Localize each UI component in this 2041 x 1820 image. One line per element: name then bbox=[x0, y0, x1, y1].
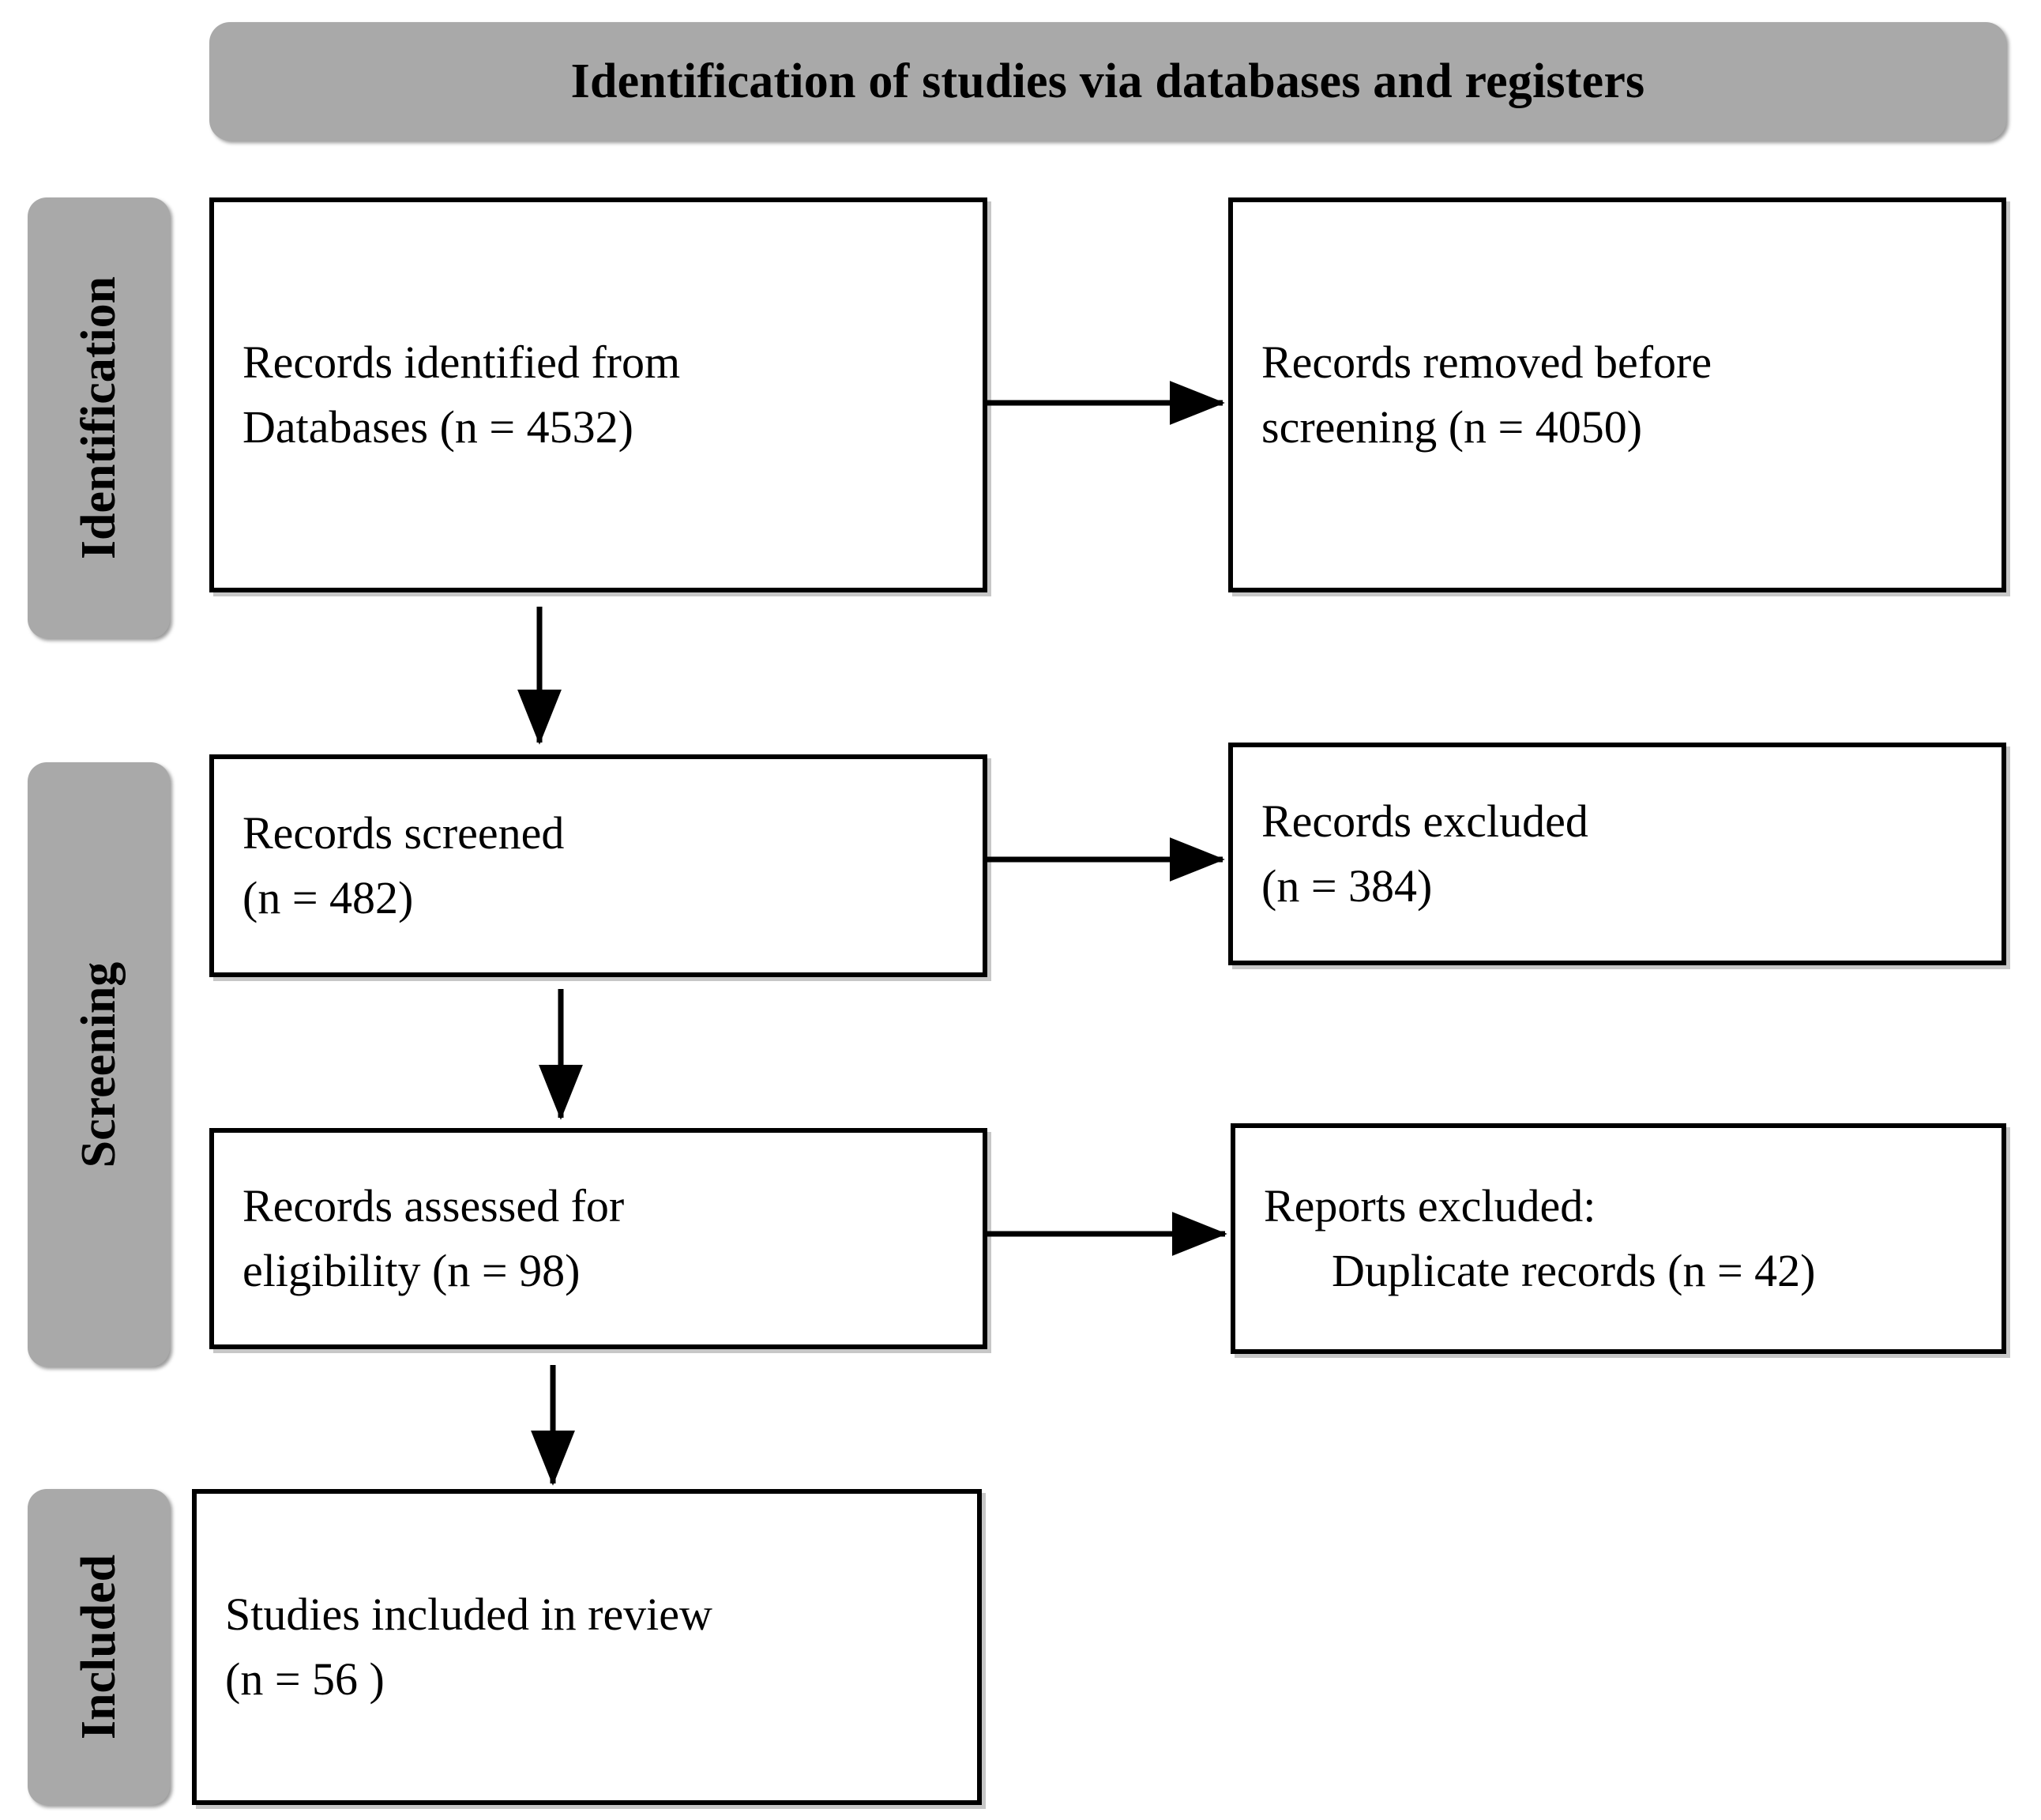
box-records-identified: Records identified from Databases (n = 4… bbox=[209, 197, 987, 592]
box-reports-excluded: Reports excluded: Duplicate records (n =… bbox=[1231, 1123, 2006, 1354]
box-records-identified-line1: Records identified from bbox=[242, 336, 681, 388]
box-records-identified-line2: Databases (n = 4532) bbox=[242, 401, 633, 453]
box-reports-excluded-line2: Duplicate records (n = 42) bbox=[1332, 1245, 1816, 1296]
box-records-excluded-line1: Records excluded bbox=[1261, 795, 1588, 847]
box-records-assessed-line1: Records assessed for bbox=[242, 1179, 625, 1232]
box-studies-included-line2: (n = 56 ) bbox=[225, 1653, 385, 1705]
box-records-excluded: Records excluded (n = 384) bbox=[1228, 743, 2006, 965]
box-studies-included-line1: Studies included in review bbox=[225, 1588, 712, 1640]
stage-label-identification-text: Identification bbox=[72, 276, 126, 560]
box-records-screened-line2: (n = 482) bbox=[242, 872, 414, 923]
box-records-excluded-line2: (n = 384) bbox=[1261, 860, 1433, 912]
stage-label-screening-text: Screening bbox=[72, 961, 126, 1168]
box-records-screened-line1: Records screened bbox=[242, 807, 565, 859]
stage-label-identification: Identification bbox=[28, 197, 170, 638]
box-studies-included: Studies included in review (n = 56 ) bbox=[192, 1489, 982, 1805]
box-records-screened: Records screened (n = 482) bbox=[209, 754, 987, 977]
box-reports-excluded-line1: Reports excluded: bbox=[1264, 1179, 1596, 1232]
stage-label-included-text: Included bbox=[72, 1554, 126, 1740]
diagram-header-banner: Identification of studies via databases … bbox=[209, 22, 2006, 141]
box-records-removed: Records removed before screening (n = 40… bbox=[1228, 197, 2006, 592]
diagram-title: Identification of studies via databases … bbox=[570, 54, 1645, 108]
box-records-removed-line2: screening (n = 4050) bbox=[1261, 401, 1643, 453]
box-records-removed-line1: Records removed before bbox=[1261, 336, 1712, 388]
box-records-assessed: Records assessed for eligibility (n = 98… bbox=[209, 1128, 987, 1349]
box-records-assessed-line2: eligibility (n = 98) bbox=[242, 1245, 581, 1296]
stage-label-screening: Screening bbox=[28, 762, 170, 1367]
stage-label-included: Included bbox=[28, 1489, 170, 1805]
